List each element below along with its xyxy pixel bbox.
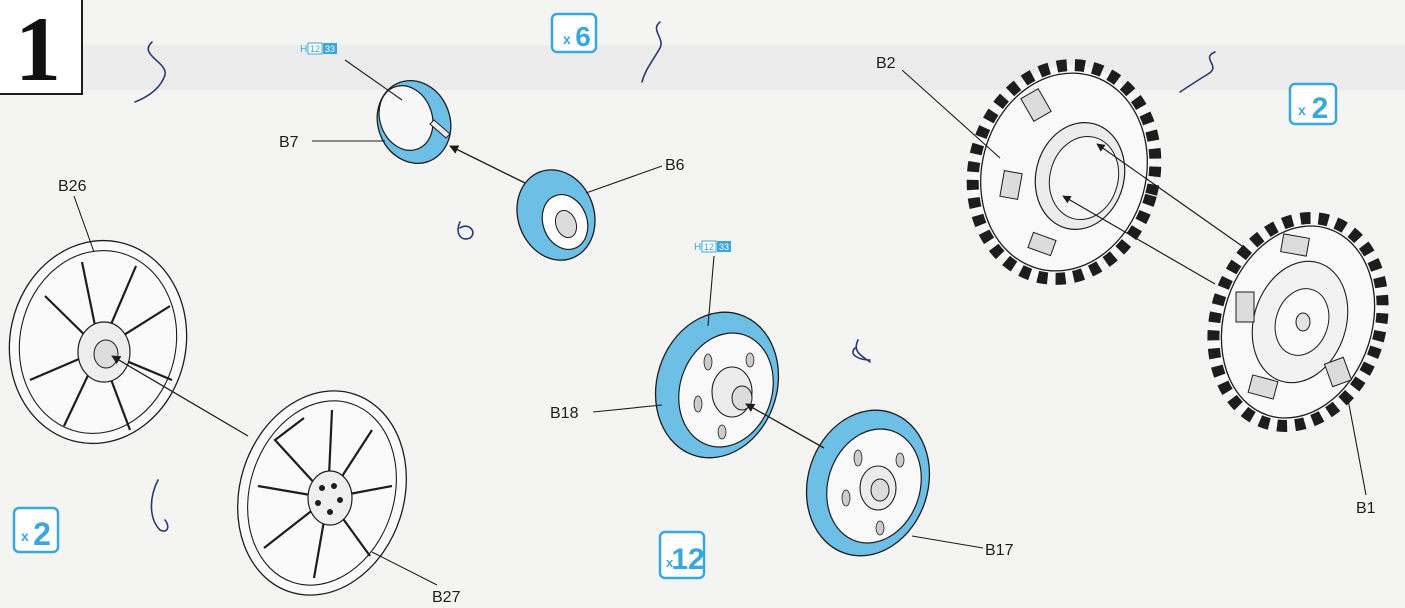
badge-prefix: x (563, 31, 571, 47)
paint-color-b: 33 (719, 242, 729, 252)
step-number-box: 1 (0, 0, 83, 100)
assembly-arrow-b1-b2-lower (1062, 195, 1216, 285)
badge-prefix: x (666, 555, 674, 570)
assembly-arrow-b6-b7 (449, 145, 526, 184)
badge-count: 2 (33, 516, 51, 552)
label-b27: B27 (432, 589, 461, 606)
part-b1-drawing (1207, 212, 1389, 432)
label-b18: B18 (550, 405, 579, 422)
quantity-badge-x6: x 6 (550, 12, 598, 54)
part-b26-drawing (8, 239, 188, 445)
paint-code-lower: H 12 33 (694, 240, 731, 253)
badge-prefix: x (1298, 102, 1306, 118)
paint-color-b: 33 (325, 44, 335, 54)
label-b26: B26 (58, 178, 87, 195)
quantity-badge-x12: x 12 (658, 530, 706, 580)
quantity-badge-x2-right: x 2 (1288, 82, 1338, 126)
part-labels: B7 B6 B2 B1 B26 B27 B18 B17 (58, 55, 1376, 606)
label-b1: B1 (1356, 500, 1376, 517)
paint-color-a: 12 (704, 242, 714, 252)
part-b18-drawing (654, 311, 780, 459)
badge-count: 2 (1312, 92, 1329, 125)
scan-band (0, 45, 1405, 90)
label-b7: B7 (279, 134, 299, 151)
paint-code-upper: H 12 33 (300, 42, 337, 55)
paint-brand: H (300, 44, 307, 55)
leader-lines (73, 59, 1367, 586)
badge-count: 12 (671, 543, 704, 576)
assembly-arrow-b1-b2-upper (1096, 143, 1243, 247)
part-b17-drawing (805, 409, 931, 557)
badge-prefix: x (21, 528, 29, 544)
part-b7-drawing (376, 80, 452, 164)
label-b17: B17 (985, 542, 1014, 559)
quantity-badge-x2-left: x 2 (12, 506, 60, 554)
assembly-arrow-b17-b18 (745, 403, 825, 449)
paint-brand: H (694, 242, 701, 253)
badge-count: 6 (575, 21, 591, 52)
label-b6: B6 (665, 157, 685, 174)
handwritten-marks (134, 21, 1216, 532)
assembly-arrow-b27-b26 (111, 355, 249, 437)
part-b27-drawing (237, 390, 407, 596)
step-number: 1 (15, 0, 61, 100)
part-b6-drawing (516, 169, 596, 261)
paint-color-a: 12 (310, 44, 320, 54)
label-b2: B2 (876, 55, 896, 72)
part-b2-drawing (966, 59, 1162, 285)
